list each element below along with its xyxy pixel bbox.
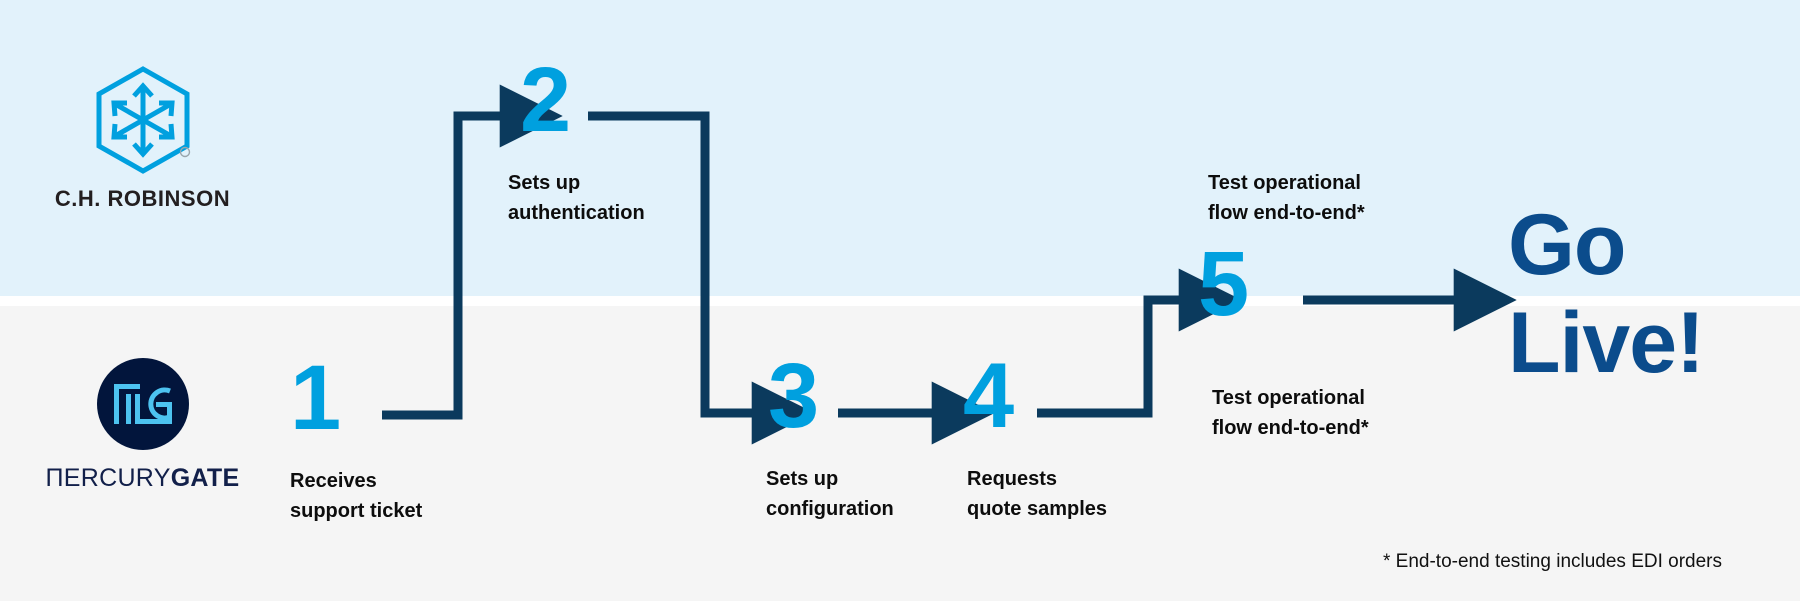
mercurygate-wordmark-bold: GATE (170, 464, 240, 492)
step-2-caption: Sets up authentication (508, 172, 645, 224)
step-5-caption-bottom: Test operational flow end-to-end* (1212, 387, 1369, 439)
step-2-number: 2 (520, 49, 571, 151)
ch-robinson-wordmark: C.H. ROBINSON (54, 186, 231, 211)
footnote-text: * End-to-end testing includes EDI orders (1383, 551, 1723, 572)
mercurygate-logo: ПERCURYGATE (40, 358, 245, 493)
step-5-caption-top: Test operational flow end-to-end* (1208, 172, 1365, 224)
step-1-caption: Receives support ticket (290, 470, 423, 522)
mercurygate-badge (96, 358, 189, 450)
mercurygate-monogram-icon (113, 384, 172, 424)
mercurygate-lane-band (0, 306, 1800, 601)
mercurygate-wordmark: ПERCURYGATE (40, 464, 245, 493)
step-3-caption: Sets up configuration (766, 468, 894, 520)
step-5-number: 5 (1198, 233, 1249, 335)
step-4-number: 4 (963, 345, 1014, 447)
step-1-number: 1 (290, 347, 341, 449)
step-3-number: 3 (768, 345, 819, 447)
ch-robinson-logo: C.H. ROBINSON (40, 66, 245, 212)
go-live-label: Go Live! (1508, 197, 1705, 391)
chr-lane-band (0, 0, 1800, 296)
lane-divider (0, 296, 1800, 306)
ch-robinson-cube-icon (96, 66, 190, 174)
mercurygate-wordmark-light: ПERCURY (45, 464, 171, 492)
step-4-caption: Requests quote samples (967, 468, 1108, 520)
